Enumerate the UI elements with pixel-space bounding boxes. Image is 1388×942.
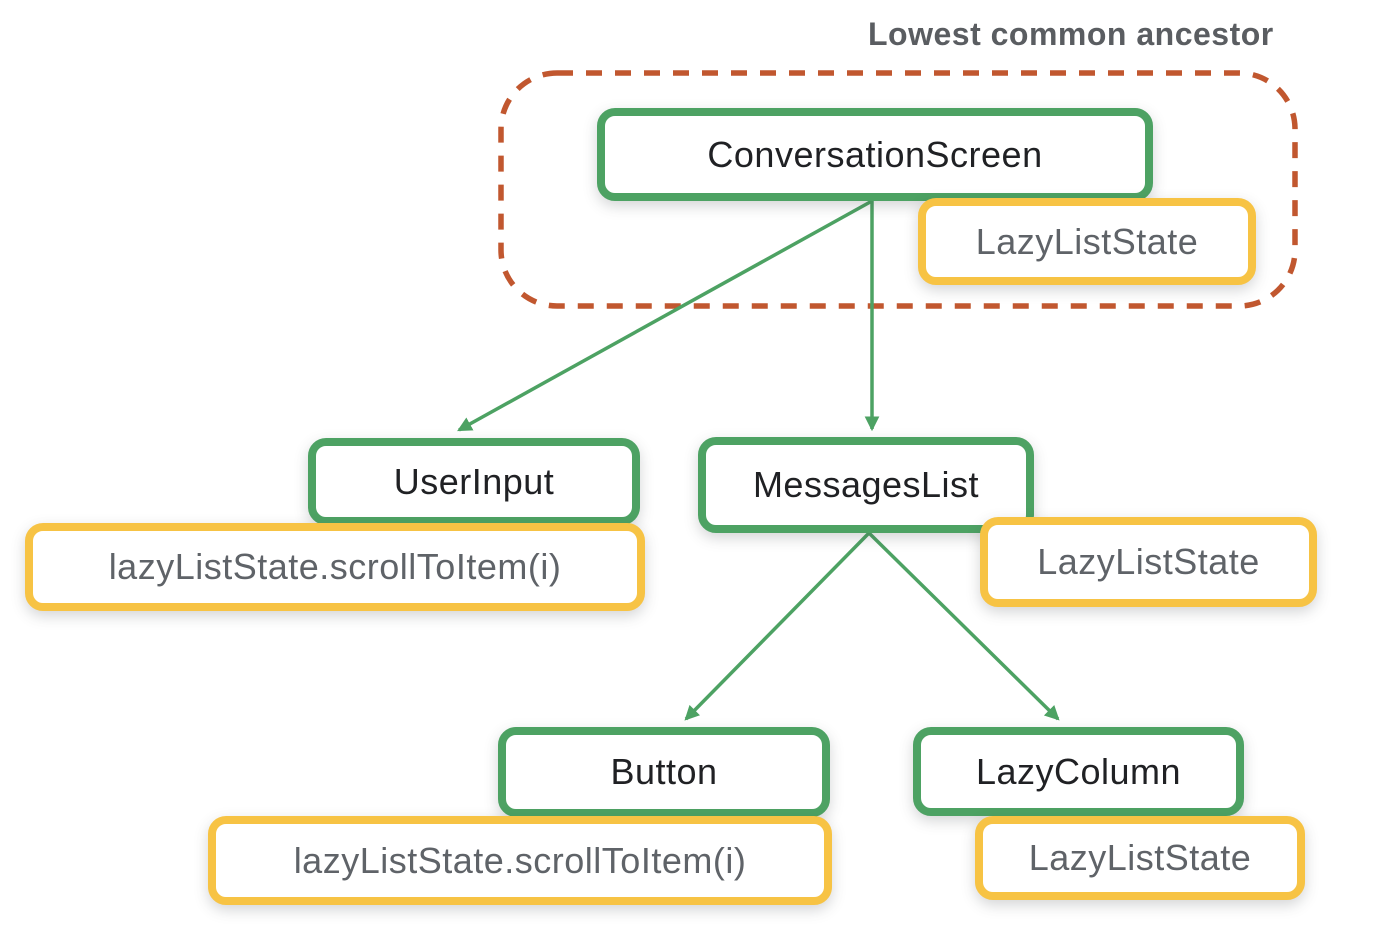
state-scroll-to-item-button: lazyListState.scrollToItem(i) [208, 816, 832, 905]
node-user-input: UserInput [308, 438, 640, 525]
state-lazyliststate-conversation-screen-label: LazyListState [975, 220, 1199, 262]
node-user-input-label: UserInput [393, 460, 555, 502]
state-lazyliststate-messages-list: LazyListState [980, 517, 1317, 607]
lowest-common-ancestor-outline [498, 70, 1298, 309]
edge-messageslist-lazycolumn [867, 531, 1060, 721]
state-scroll-to-item-user-input: lazyListState.scrollToItem(i) [25, 523, 645, 611]
state-lazyliststate-conversation-screen: LazyListState [918, 198, 1256, 285]
node-conversation-screen-label: ConversationScreen [707, 133, 1043, 175]
edge-conversationscreen-userinput [457, 199, 873, 432]
node-messages-list-label: MessagesList [752, 464, 980, 505]
node-conversation-screen: ConversationScreen [597, 108, 1153, 201]
state-lazyliststate-messages-list-label: LazyListState [1037, 541, 1260, 582]
node-messages-list: MessagesList [698, 437, 1034, 533]
state-lazyliststate-lazy-column: LazyListState [975, 816, 1305, 900]
state-lazyliststate-lazy-column-label: LazyListState [1028, 837, 1252, 878]
edge-messageslist-button [684, 531, 871, 721]
node-lazy-column-label: LazyColumn [975, 750, 1182, 792]
lowest-common-ancestor-label: Lowest common ancestor [868, 16, 1274, 52]
node-button: Button [498, 727, 830, 817]
state-scroll-to-item-button-label: lazyListState.scrollToItem(i) [293, 839, 747, 881]
state-scroll-to-item-user-input-label: lazyListState.scrollToItem(i) [108, 546, 562, 587]
node-button-label: Button [610, 751, 718, 792]
node-lazy-column: LazyColumn [913, 727, 1244, 816]
